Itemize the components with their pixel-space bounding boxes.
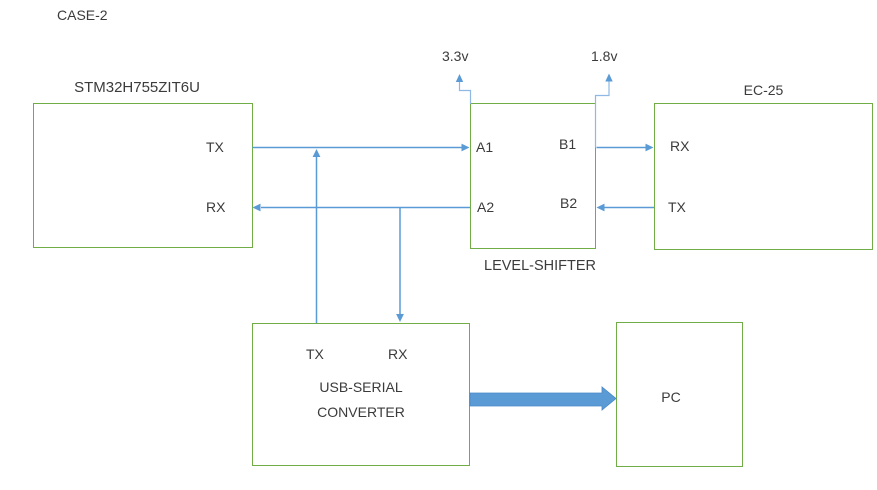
wire-stm32-tx-to-a1 [252,143,470,152]
usb-serial-title-line2: CONVERTER [317,404,405,420]
page-title: CASE-2 [57,7,108,23]
level-shifter-a1-port: A1 [476,139,494,155]
wire-usb-tx-up [312,149,321,323]
usb-serial-rx-port: RX [388,346,408,362]
ec25-box [654,103,873,250]
level-shifter-b1-port: B1 [559,136,577,152]
level-shifter-a2-port: A2 [477,199,495,215]
level-shifter-title: LEVEL-SHIFTER [484,258,596,274]
usb-serial-title-line1: USB-SERIAL [319,379,403,395]
stm32-rx-port: RX [206,199,226,215]
stm32-box [33,103,253,248]
wire-power-3v3 [455,74,472,104]
power-3v3-label: 3.3v [442,48,469,64]
ec25-title: EC-25 [743,82,784,98]
power-1v8-label: 1.8v [591,48,618,64]
usb-to-pc-block-arrow [469,386,617,411]
wire-power-1v8 [594,73,613,148]
wire-ec25-tx-to-b2 [596,203,654,212]
ec25-rx-port: RX [670,138,690,154]
level-shifter-b2-port: B2 [560,195,578,211]
wire-rx-down-to-usb [396,207,404,322]
usb-serial-box [252,323,470,466]
pc-title: PC [661,389,681,405]
usb-serial-tx-port: TX [306,346,324,362]
stm32-title: STM32H755ZIT6U [74,79,200,96]
wire-a2-to-stm32-rx [252,203,470,212]
ec25-tx-port: TX [668,199,686,215]
level-shifter-box [470,103,596,249]
stm32-tx-port: TX [206,139,224,155]
wire-b1-to-ec25-rx [596,143,654,152]
